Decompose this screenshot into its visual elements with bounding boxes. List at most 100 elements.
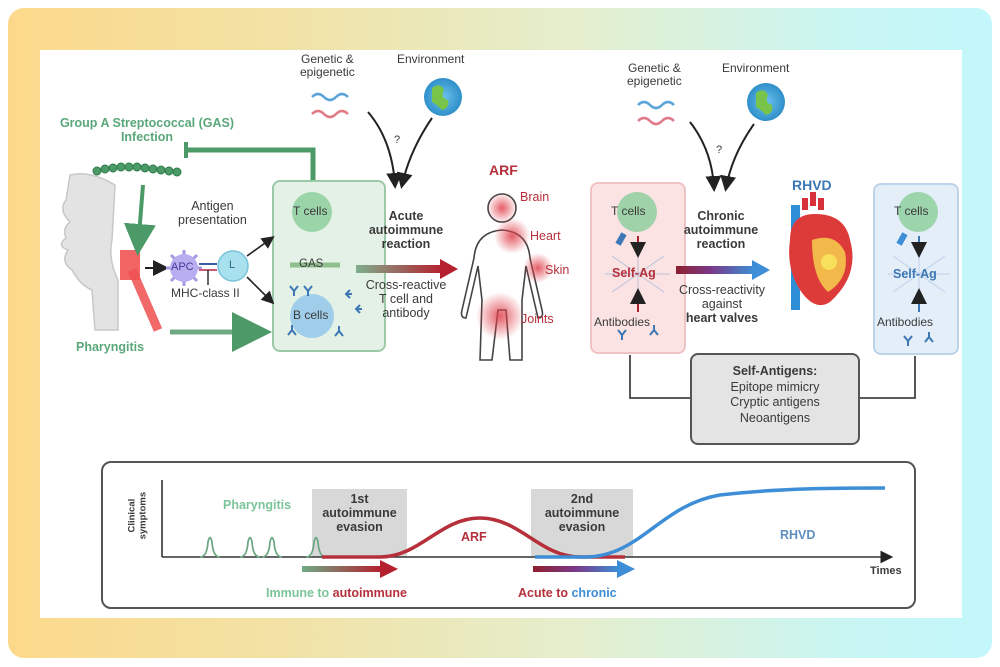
y-label-line-1: Clinical: [126, 498, 138, 533]
arrow-env-left: [396, 117, 433, 189]
connector-right: [860, 356, 916, 399]
apc-cell-icon: [166, 250, 202, 286]
right-self-ag-label: Self-Ag: [893, 267, 937, 281]
timeline-rhvd-label: RHVD: [780, 528, 816, 542]
antibody-icons: [287, 285, 362, 337]
evasion-2-shade: [531, 489, 633, 557]
gas-label: GAS: [299, 258, 324, 270]
head-profile-icon: [60, 173, 119, 331]
timeline-x-label: Times: [870, 565, 902, 577]
globe-icon-left: [424, 78, 462, 116]
acute-reaction-label: Acute autoimmune reaction: [358, 209, 454, 251]
arf-site-brain: Brain: [520, 190, 550, 204]
arf-title: ARF: [489, 162, 518, 178]
b-cells-label: B cells: [293, 308, 329, 322]
arrow-env-right: [720, 123, 755, 192]
left-t-cells-label: T cells: [611, 204, 646, 218]
acute-to-chronic-arrowhead: [617, 560, 635, 578]
pharyngitis-label: Pharyngitis: [76, 340, 145, 354]
arrow-genetic-right: [689, 121, 722, 192]
timeline-box: [101, 461, 916, 609]
evasion-1-line: autoimmune: [322, 506, 397, 520]
transition-1-part-a: Immune to: [266, 586, 333, 600]
antigen-line-1: Antigen: [191, 199, 234, 213]
left-antibodies-label: Antibodies: [594, 315, 651, 329]
acute-line-1: Acute: [388, 209, 424, 223]
arf-site-heart: Heart: [530, 229, 561, 243]
genetic-line-1: Genetic &: [301, 52, 354, 66]
evasion-1-shade: [312, 489, 407, 557]
streptococcus-chain-icon: [92, 162, 182, 177]
cross-line-2: T cell and: [379, 292, 433, 306]
genetic-label-right: Genetic & epigenetic: [627, 61, 682, 89]
transition-1-label: Immune to autoimmune: [266, 586, 407, 600]
transition-2-part-a: Acute to: [518, 586, 572, 600]
rhvd-curve: [535, 486, 886, 559]
cross-reactivity-label: Cross-reactivity against heart valves: [670, 283, 774, 325]
b-cell-icon: [290, 294, 334, 338]
question-mark-right: ?: [716, 144, 723, 156]
cross-line-1: Cross-reactive: [365, 278, 447, 292]
arrow-genetic-left: [367, 111, 403, 189]
evasion-2-line: 2nd: [570, 492, 594, 506]
pharyngitis-peak: [261, 536, 283, 558]
t-cells-label: T cells: [293, 204, 328, 218]
chronic-arrow: [676, 266, 754, 274]
skin-glow: [523, 253, 553, 283]
chronic-line-1: Chronic: [697, 209, 745, 223]
genetic-line-2: epigenetic: [627, 74, 682, 89]
t-cell-icon-right: [898, 192, 938, 232]
lymphocyte-icon: [217, 250, 249, 282]
self-antigens-text: Self-Antigens: Epitope mimicry Cryptic a…: [690, 364, 860, 427]
self-antigens-title: Self-Antigens:: [732, 364, 818, 378]
evasion-2-label: 2nd autoimmune evasion: [531, 492, 633, 534]
dna-icon-left: [311, 92, 349, 119]
heart-icon: [789, 192, 853, 310]
transition-2-label: Acute to chronic: [518, 586, 617, 600]
cross-reactivity-line-3: heart valves: [685, 311, 759, 325]
globe-icon-right: [747, 83, 785, 121]
evasion-1-label: 1st autoimmune evasion: [312, 492, 407, 534]
genetic-line-2: epigenetic: [300, 65, 355, 80]
joints-glow: [476, 292, 524, 340]
rhvd-title: RHVD: [792, 177, 832, 193]
acute-line-3: reaction: [381, 237, 431, 251]
apc-label: APC: [171, 261, 194, 273]
environment-label-right: Environment: [722, 61, 790, 75]
y-label-line-2: symptoms: [137, 491, 148, 540]
genetic-line-1: Genetic &: [628, 61, 681, 75]
genetic-label-left: Genetic & epigenetic: [300, 52, 355, 80]
mhc-label: MHC-class II: [171, 286, 240, 300]
timeline-arf-label: ARF: [461, 530, 487, 544]
cross-reactivity-line-1: Cross-reactivity: [678, 283, 766, 297]
chronic-line-2: autoimmune: [683, 223, 759, 237]
timeline-y-label: Clinical symptoms: [126, 486, 148, 546]
evasion-2-line: autoimmune: [544, 506, 620, 520]
cross-reactivity-line-2: against: [701, 297, 743, 311]
dna-icon-right: [637, 100, 675, 126]
immune-to-autoimmune-arrowhead: [380, 560, 398, 578]
question-mark-left: ?: [394, 134, 401, 146]
right-antibodies-label: Antibodies: [877, 315, 934, 329]
timeline-pharyngitis-label: Pharyngitis: [223, 498, 292, 512]
cross-reactive-label: Cross-reactive T cell and antibody: [354, 278, 458, 320]
transition-2-part-b: chronic: [571, 586, 617, 600]
gas-title-line-1: Group A Streptococcal (GAS): [59, 116, 235, 130]
heart-glow: [494, 218, 530, 254]
self-antigen-item: Epitope mimicry: [730, 379, 820, 394]
inhibition-line: [188, 147, 316, 180]
left-self-ag-label: Self-Ag: [612, 266, 656, 280]
connector-left: [629, 355, 690, 399]
acute-to-chronic-arrow: [533, 566, 619, 572]
pharyngitis-peak: [239, 536, 261, 558]
t-cell-icon: [292, 192, 332, 232]
antigen-presentation-label: Antigen presentation: [178, 199, 247, 227]
right-t-cells-label: T cells: [894, 204, 929, 218]
acute-arrow: [356, 265, 442, 273]
arf-site-skin: Skin: [545, 263, 570, 277]
acute-line-2: autoimmune: [368, 223, 444, 237]
evasion-1-line: evasion: [336, 520, 383, 534]
pharyngitis-peak: [305, 536, 327, 558]
